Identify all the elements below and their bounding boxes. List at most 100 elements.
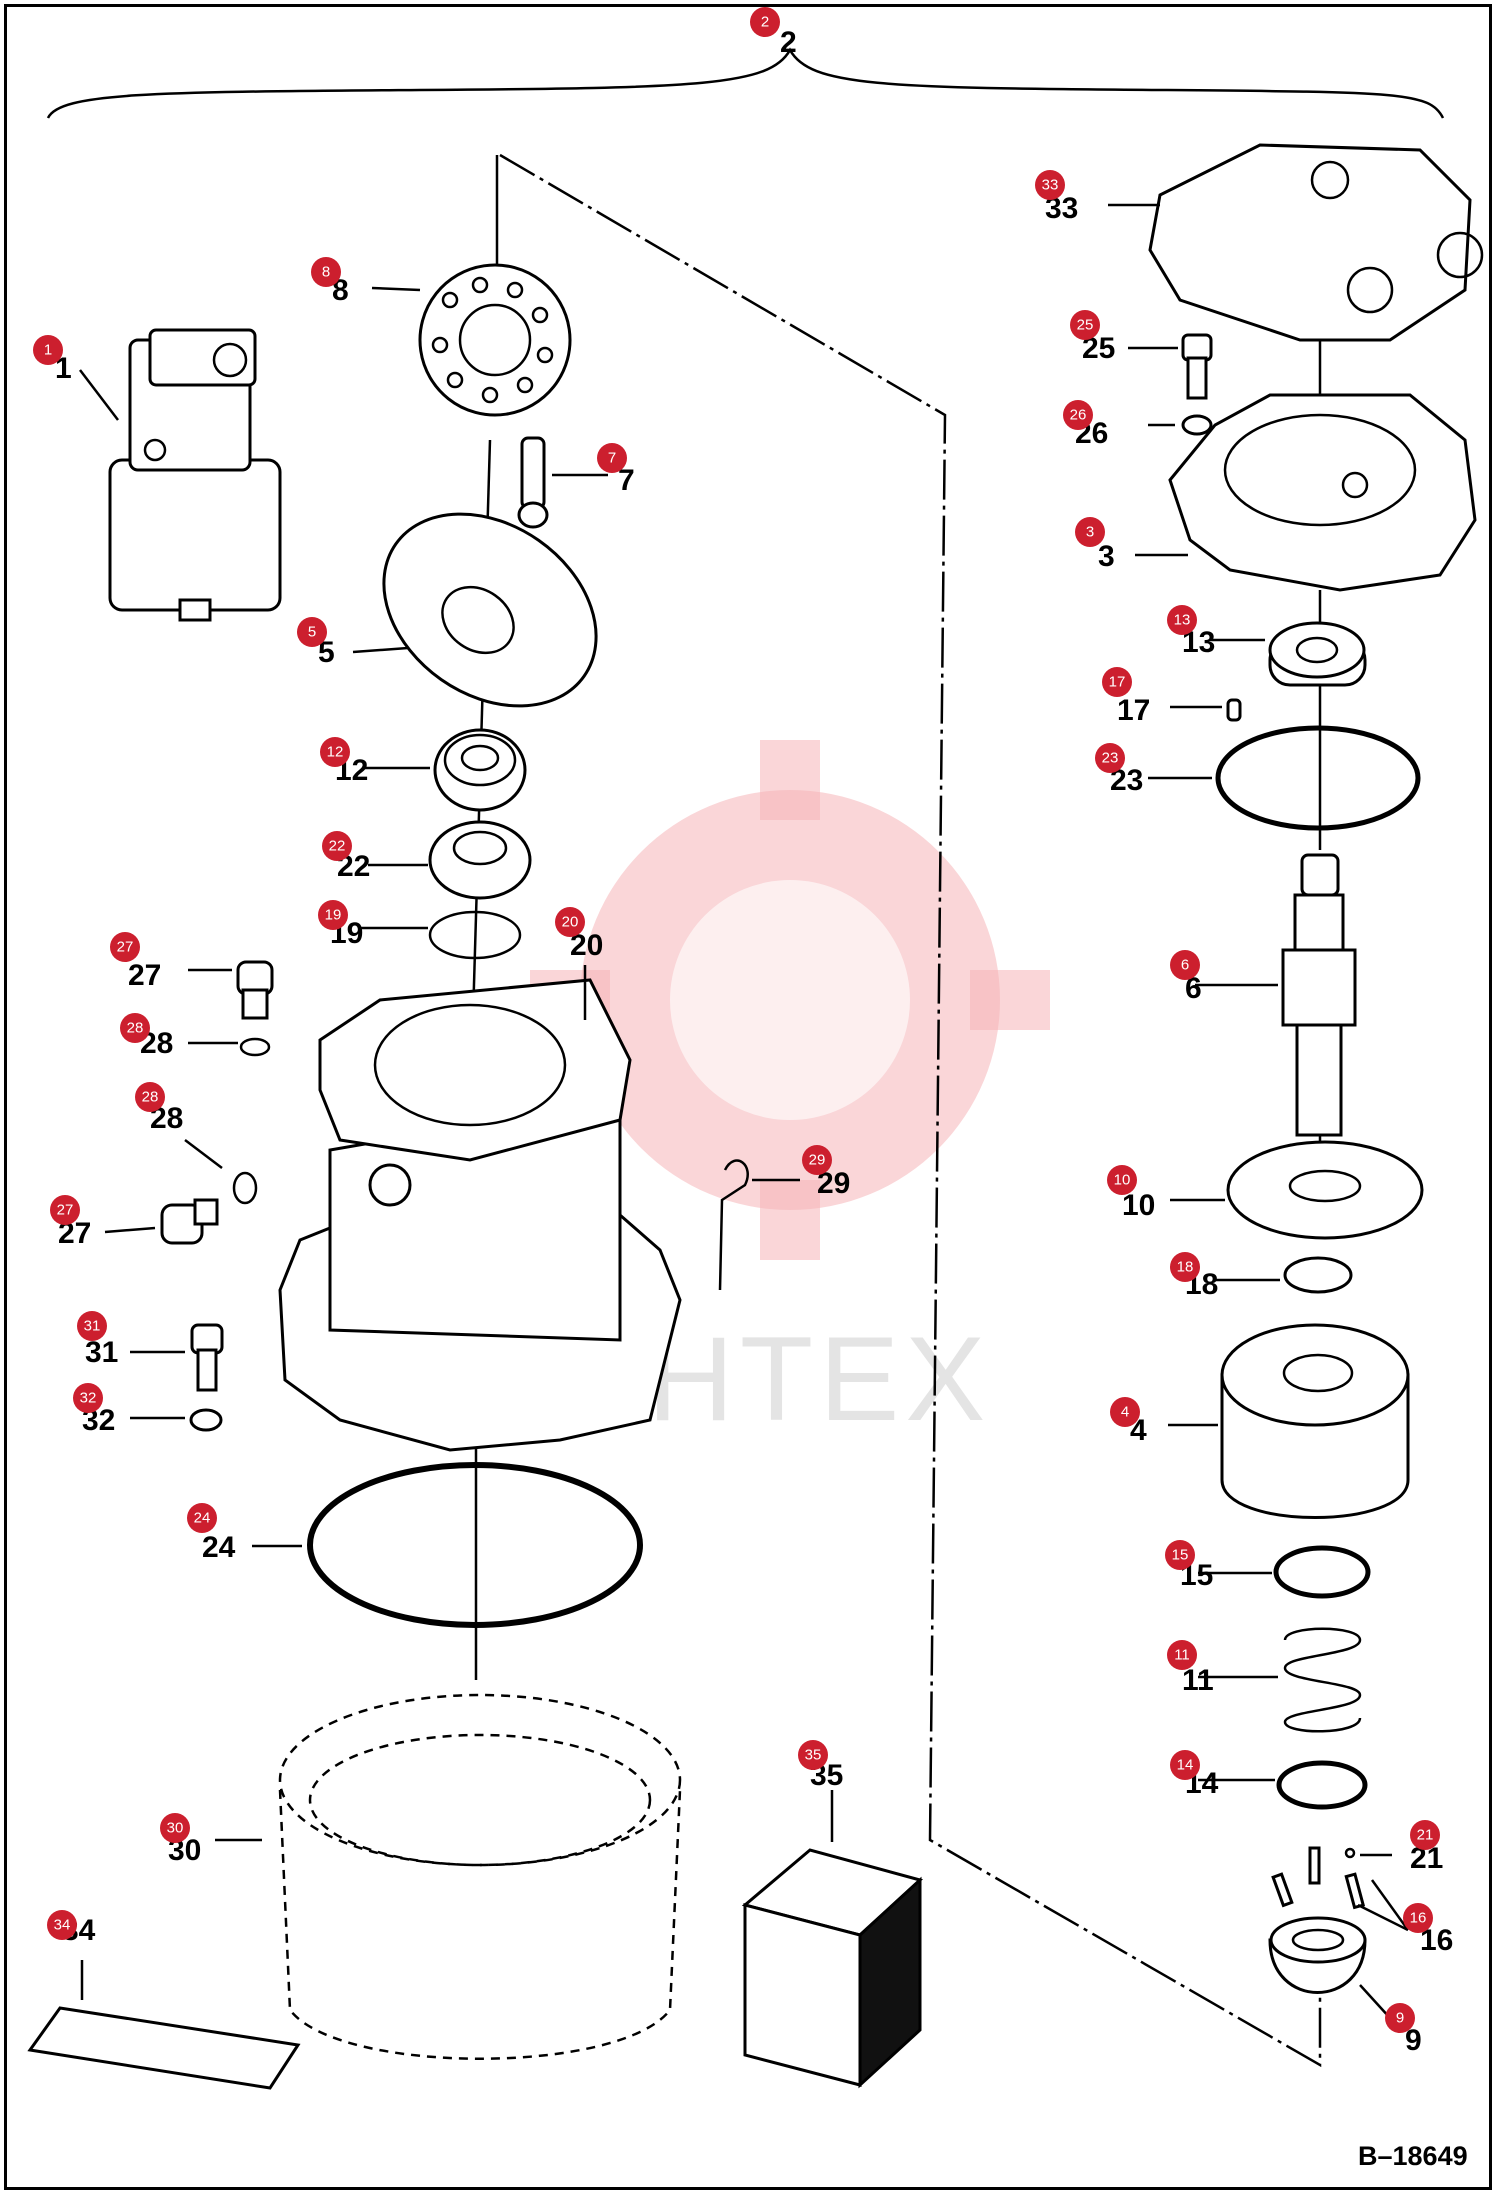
- callout-badge-text: 30: [167, 1820, 184, 1837]
- callout-badge-30[interactable]: 30: [160, 1813, 190, 1843]
- callout-badge-29[interactable]: 29: [802, 1145, 832, 1175]
- callout-badge-circle: [1035, 170, 1065, 200]
- callout-badge-3[interactable]: 3: [1075, 517, 1105, 547]
- callout-badge-circle: [555, 907, 585, 937]
- part-o-ring-large: [307, 1462, 643, 1628]
- callout-badge-23[interactable]: 23: [1095, 743, 1125, 773]
- part-number-7: 7: [618, 464, 635, 497]
- callout-badge-text: 11: [1174, 1647, 1190, 1664]
- callout-badge-text: 4: [1121, 1404, 1129, 1421]
- drawing-reference: B–18649: [1358, 2141, 1468, 2171]
- callout-badge-19[interactable]: 19: [318, 900, 348, 930]
- callout-badge-text: 33: [1042, 177, 1059, 194]
- part-o-ring-cover: [1215, 725, 1421, 831]
- part-number-5: 5: [318, 636, 335, 669]
- callout-badge-text: 32: [80, 1390, 97, 1407]
- callout-badge-text: 20: [562, 914, 579, 931]
- callout-badge-text: 22: [329, 838, 346, 855]
- leader-lines: [79, 203, 1410, 2019]
- part-collar: [428, 820, 532, 900]
- part-bearing-upper: [433, 728, 527, 812]
- callout-badge-text: 21: [1417, 1827, 1434, 1844]
- callout-badge-7[interactable]: 7: [597, 443, 627, 473]
- callout-badge-27a[interactable]: 27: [110, 932, 140, 962]
- part-swing-motor: [108, 328, 282, 622]
- callout-badge-circle: [50, 1195, 80, 1225]
- callout-badge-25[interactable]: 25: [1070, 310, 1100, 340]
- part-number-11: 11: [1182, 1664, 1214, 1697]
- callout-badge-24[interactable]: 24: [187, 1503, 217, 1533]
- callout-badge-28b[interactable]: 28: [135, 1082, 165, 1112]
- part-dowel-pin: [1226, 698, 1242, 722]
- callout-badge-12[interactable]: 12: [320, 737, 350, 767]
- callout-badge-circle: [33, 335, 63, 365]
- callout-badge-circle: [322, 831, 352, 861]
- part-number-24: 24: [202, 1531, 236, 1564]
- callout-badge-text: 23: [1102, 750, 1119, 767]
- callout-badge-16[interactable]: 16: [1403, 1903, 1433, 1933]
- callout-badge-13[interactable]: 13: [1167, 605, 1197, 635]
- callout-badge-circle: [1165, 1540, 1195, 1570]
- callout-badge-text: 16: [1410, 1910, 1427, 1927]
- part-bolt: [189, 1323, 224, 1432]
- callout-badge-text: 25: [1077, 317, 1094, 334]
- callout-badge-32[interactable]: 32: [73, 1383, 103, 1413]
- part-motor-housing: [278, 978, 682, 1452]
- callout-badge-text: 13: [1174, 612, 1191, 629]
- callout-badge-34[interactable]: 34: [47, 1910, 77, 1940]
- callout-badge-text: 2: [761, 14, 769, 31]
- callout-badge-text: 17: [1109, 674, 1126, 691]
- callout-badge-2[interactable]: 2: [750, 7, 780, 37]
- callout-badge-text: 28: [127, 1020, 144, 1037]
- diagram-frame: [4, 4, 1492, 2190]
- callout-badge-circle: [47, 1910, 77, 1940]
- callout-badge-33[interactable]: 33: [1035, 170, 1065, 200]
- callout-badge-17[interactable]: 17: [1102, 667, 1132, 697]
- callout-badge-text: 18: [1177, 1259, 1194, 1276]
- part-number-27a: 27: [128, 959, 161, 992]
- callout-badge-20[interactable]: 20: [555, 907, 585, 937]
- callout-badge-circle: [1167, 1640, 1197, 1670]
- callout-badge-circle: [77, 1311, 107, 1341]
- callout-badge-circle: [1102, 667, 1132, 697]
- callout-badge-1[interactable]: 1: [33, 335, 63, 365]
- callout-badge-4[interactable]: 4: [1110, 1397, 1140, 1427]
- callout-badge-14[interactable]: 14: [1170, 1750, 1200, 1780]
- callout-badge-10[interactable]: 10: [1107, 1165, 1137, 1195]
- callout-badge-8[interactable]: 8: [311, 257, 341, 287]
- part-number-6: 6: [1185, 972, 1202, 1005]
- part-valve-block: [1148, 143, 1484, 342]
- callout-badge-circle: [1107, 1165, 1137, 1195]
- callout-badge-text: 29: [809, 1152, 826, 1169]
- part-ball: [1344, 1847, 1356, 1859]
- callout-badge-15[interactable]: 15: [1165, 1540, 1195, 1570]
- callout-badge-text: 8: [322, 264, 330, 281]
- part-bearing-lower: [1268, 621, 1367, 687]
- part-spring-holder: [1268, 1916, 1367, 1994]
- callout-badge-circle: [1075, 517, 1105, 547]
- callout-badge-circle: [311, 257, 341, 287]
- assembly-brace: [46, 47, 1445, 119]
- callout-badge-31[interactable]: 31: [77, 1311, 107, 1341]
- callout-badge-circle: [1110, 1397, 1140, 1427]
- callout-badge-18[interactable]: 18: [1170, 1252, 1200, 1282]
- callout-badge-9[interactable]: 9: [1385, 2003, 1415, 2033]
- callout-badge-6[interactable]: 6: [1170, 950, 1200, 980]
- callout-badge-text: 14: [1177, 1757, 1194, 1774]
- callout-badge-text: 31: [84, 1318, 101, 1335]
- part-spring: [1283, 1627, 1362, 1733]
- callout-badge-11[interactable]: 11: [1167, 1640, 1197, 1670]
- callout-badge-text: 24: [194, 1510, 211, 1527]
- callout-badge-text: 27: [57, 1202, 74, 1219]
- callout-badge-35[interactable]: 35: [798, 1740, 828, 1770]
- callout-badge-26[interactable]: 26: [1063, 400, 1093, 430]
- callout-badge-circle: [135, 1082, 165, 1112]
- callout-badge-22[interactable]: 22: [322, 831, 352, 861]
- callout-badge-5[interactable]: 5: [297, 617, 327, 647]
- callout-badge-28a[interactable]: 28: [120, 1013, 150, 1043]
- part-valve-plate: [418, 263, 572, 417]
- callout-badge-27b[interactable]: 27: [50, 1195, 80, 1225]
- callout-badge-circle: [318, 900, 348, 930]
- callout-badge-circle: [297, 617, 327, 647]
- callout-badge-21[interactable]: 21: [1410, 1820, 1440, 1850]
